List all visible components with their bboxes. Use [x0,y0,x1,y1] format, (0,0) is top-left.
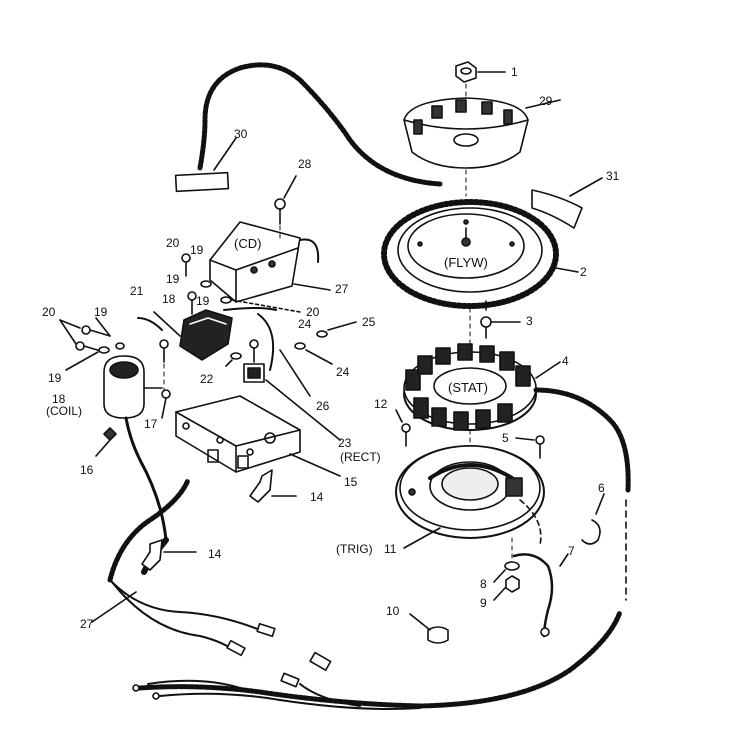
spark-plug-boot-lower [141,539,197,571]
callout-6: 6 [598,481,605,495]
rectifier-block [137,309,233,361]
spark-plug-boot-upper [249,469,297,503]
coil-label: (COIL) [46,404,82,418]
callout-23: 23 [338,436,352,450]
callout-8: 8 [480,577,487,591]
callout-12: 12 [374,397,388,411]
callout-19-mid: 19 [166,272,180,286]
cd-module [209,221,331,303]
rectifier-rect [225,313,341,441]
trigger-plate [395,445,545,549]
callout-25: 25 [362,315,376,329]
bolt-3 [480,299,521,339]
callout-21: 21 [130,284,144,298]
curved-segment [531,177,603,229]
callout-31: 31 [606,169,620,183]
cd-mounting-screws [181,253,301,315]
flywheel-nut [455,61,506,83]
flywheel-cup [403,97,561,169]
callout-28: 28 [298,157,312,171]
callout-24-lower: 24 [336,365,350,379]
callout-3: 3 [526,314,533,328]
coil-hardware [59,317,171,457]
mounting-bracket [175,395,341,477]
callout-19-right: 19 [196,294,210,308]
alignment-lines [163,83,513,561]
flywheel-label: (FLYW) [442,255,490,270]
callout-20-right: 20 [306,305,320,319]
trigger-label: (TRIG) [336,542,373,556]
callout-11: 11 [384,542,397,556]
callout-18-upper: 18 [162,292,176,306]
callout-7: 7 [568,544,575,558]
callout-5: 5 [502,431,509,445]
callout-19-top: 19 [190,243,204,257]
screw-12 [395,409,411,447]
callout-1: 1 [511,65,518,79]
callout-30: 30 [234,127,248,141]
callout-15: 15 [344,475,358,489]
ignition-coil [103,355,169,575]
screw-5 [515,435,545,459]
cd-label: (CD) [232,236,264,251]
screw-28 [274,175,297,225]
callout-2: 2 [580,265,587,279]
callout-20-top: 20 [166,236,180,250]
callout-18-coil: 18 [52,392,66,406]
washer-24-25 [294,321,357,365]
callout-22: 22 [200,372,214,386]
callout-26: 26 [316,399,330,413]
callout-10: 10 [386,604,400,618]
clamp [409,613,449,644]
callout-27-upper: 27 [335,282,349,296]
stator-label: (STAT) [446,380,490,395]
rectifier-label: (RECT) [340,450,381,464]
callout-19-left: 19 [94,305,108,319]
callout-27-lower: 27 [80,617,94,631]
callout-20-left: 20 [42,305,56,319]
retaining-ring [581,493,605,545]
callout-14-lower: 14 [208,547,222,561]
callout-4: 4 [562,354,569,368]
callout-9: 9 [480,596,487,610]
callout-29: 29 [539,94,553,108]
lead-wire [174,62,443,193]
callout-24-upper: 24 [298,317,312,331]
callout-16: 16 [80,463,94,477]
callout-14-upper: 14 [310,490,324,504]
ground-wire-7 [512,553,569,638]
callout-17: 17 [144,417,158,431]
wiring-harness [91,477,627,710]
callout-19-lower: 19 [48,371,62,385]
washer-nut-8-9 [493,561,520,601]
